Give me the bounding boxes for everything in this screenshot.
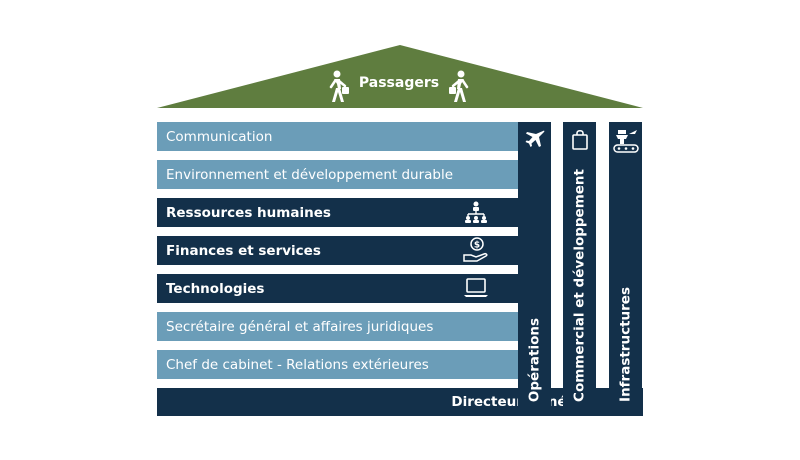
pillar-label: Opérations <box>526 317 543 402</box>
department-label: Finances et services <box>166 242 321 259</box>
money-hand-icon: $ <box>463 237 488 262</box>
shopping-bag-icon <box>571 129 588 150</box>
control-tower-icon <box>612 130 639 153</box>
department-secretaire-general: Secrétaire général et affaires juridique… <box>157 312 518 341</box>
pillar-label: Infrastructures <box>617 287 634 402</box>
department-chef-de-cabinet: Chef de cabinet - Relations extérieures <box>157 350 518 379</box>
pillar-infrastructures: Infrastructures <box>609 122 642 416</box>
walking-person-with-bag-icon <box>329 70 349 102</box>
laptop-icon <box>464 278 488 297</box>
svg-text:$: $ <box>474 241 480 251</box>
organization-chart-icon <box>465 201 487 223</box>
department-technologies: Technologies <box>157 274 518 303</box>
department-environnement: Environnement et développement durable <box>157 160 518 189</box>
department-label: Ressources humaines <box>166 204 331 221</box>
department-ressources-humaines: Ressources humaines <box>157 198 518 227</box>
pillar-label: Commercial et développement <box>571 169 588 402</box>
department-finances-services: Finances et services $ <box>157 236 518 265</box>
pillar-commercial: Commercial et développement <box>563 122 596 416</box>
department-communication: Communication <box>157 122 518 151</box>
roof-title: Passagers <box>358 75 440 91</box>
department-label: Technologies <box>166 280 265 297</box>
walking-person-with-bag-icon <box>449 70 469 102</box>
airplane-icon <box>525 130 544 147</box>
pillar-operations: Opérations <box>518 122 551 416</box>
